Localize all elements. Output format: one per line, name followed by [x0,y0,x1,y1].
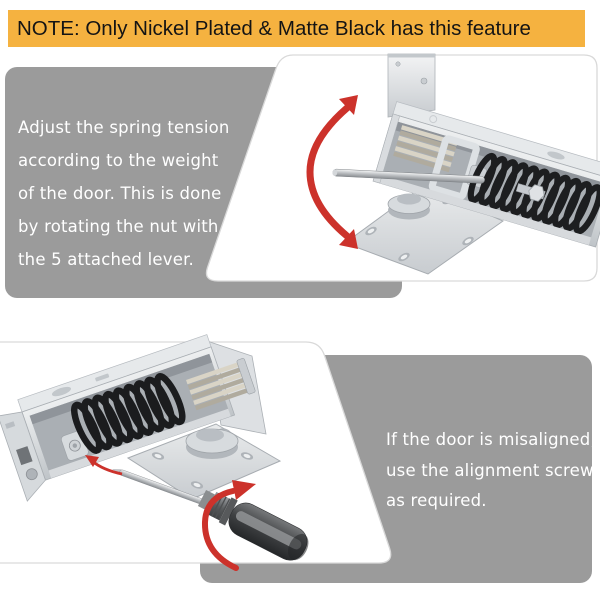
screw-pointer-arrow-icon [85,455,123,476]
note-bottom-line-2: use the alignment screw [386,460,594,480]
hinge-bottom-end-cap [0,411,46,502]
hinge-top-lever-rod [332,168,485,184]
note-top-line-1: Adjust the spring tension [18,118,230,137]
note-bottom-line-3: as required. [386,491,487,510]
hinge-illustration-bottom [0,334,309,571]
screwdriver [112,469,309,561]
hinge-top-tension-nut [515,183,546,202]
note-bottom-line-1: If the door is misaligned, [386,430,596,449]
note-text-bottom: If the door is misaligned, use the align… [386,425,596,517]
hinge-illustration-top [306,53,600,275]
hinge-bottom-washer-stack [186,358,256,411]
note-banner: NOTE: Only Nickel Plated & Matte Black h… [8,10,585,47]
note-top-line-2: according to the weight [18,151,219,170]
note-top-line-5: the 5 attached lever. [18,250,194,269]
hinge-top-vertical-plate [387,53,436,118]
rotation-arrow-icon-top [306,95,358,249]
note-top-line-4: by rotating the nut with [18,217,219,236]
hinge-bottom-base-plate [126,423,282,500]
note-text-top: Adjust the spring tension according to t… [18,111,230,276]
rotation-arrow-icon-bottom [201,480,256,571]
note-banner-text: NOTE: Only Nickel Plated & Matte Black h… [17,16,531,40]
hinge-top-housing [372,101,600,248]
note-top-line-3: of the door. This is done [18,184,222,203]
